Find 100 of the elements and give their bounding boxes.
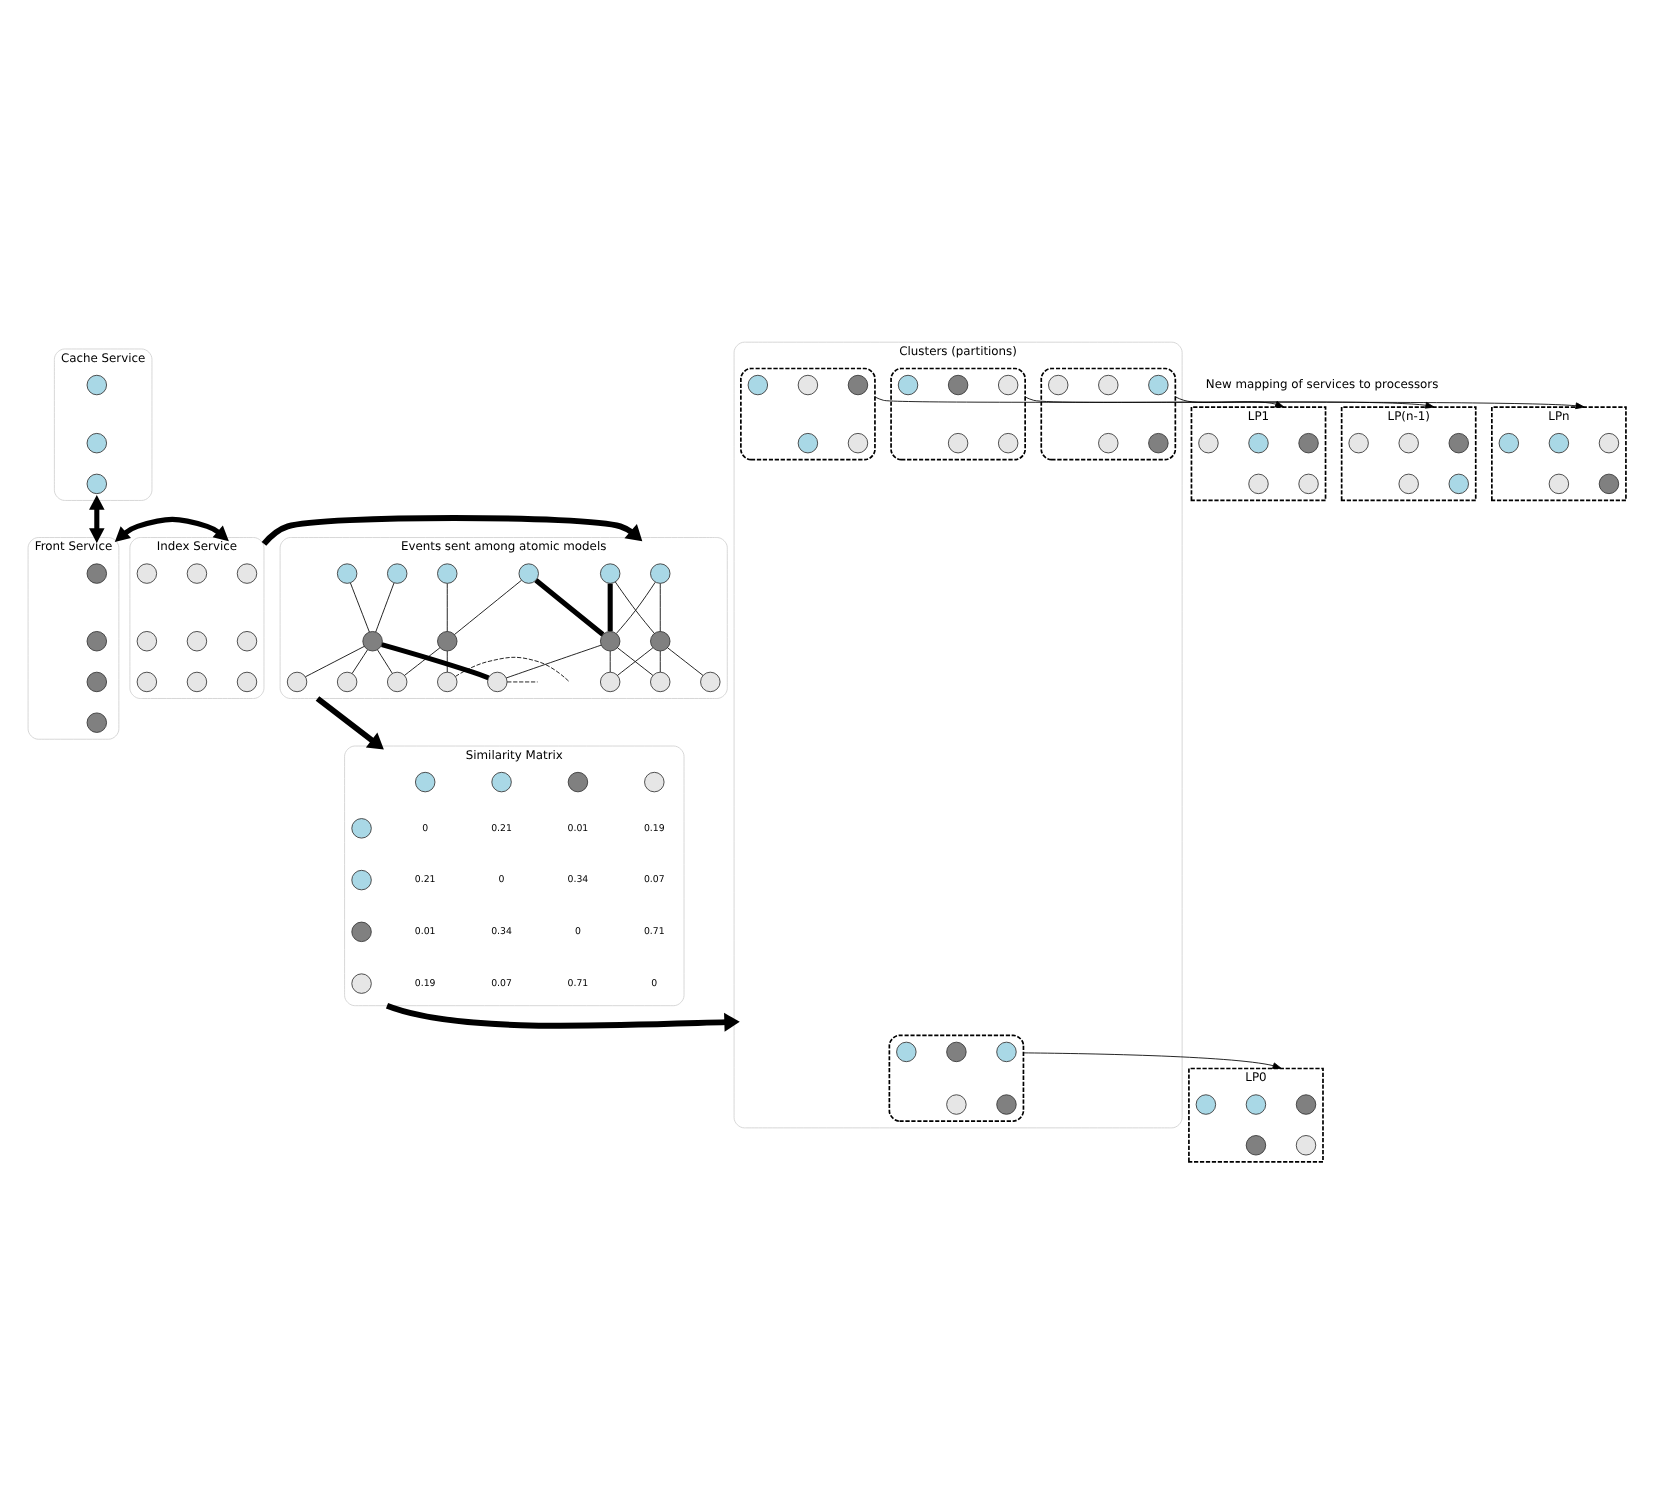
node-circle <box>1598 473 1620 495</box>
connector <box>404 647 441 676</box>
node-circle <box>650 563 671 584</box>
node-circle <box>1248 473 1269 495</box>
node-circle <box>86 374 107 396</box>
node-circle <box>1548 432 1570 454</box>
node-circle <box>1548 473 1570 495</box>
connector <box>607 583 613 632</box>
connector <box>381 642 490 681</box>
node-circle <box>1498 432 1519 454</box>
node-circle <box>600 631 621 652</box>
cluster <box>740 367 876 461</box>
node-circle <box>897 374 919 396</box>
node-circle <box>650 671 671 693</box>
node-circle <box>1298 432 1319 454</box>
arrow <box>386 1002 740 1032</box>
node-circle <box>1448 473 1469 495</box>
arrow <box>89 494 105 543</box>
connector <box>667 647 704 676</box>
node-circle <box>996 1041 1017 1063</box>
node-circle <box>996 1094 1017 1115</box>
node-circle <box>1295 1135 1317 1156</box>
node-circle <box>797 432 819 454</box>
node-circle <box>86 432 107 454</box>
node-circle <box>286 671 308 693</box>
connector <box>455 656 570 682</box>
connector <box>350 582 370 633</box>
node-circle <box>351 818 372 839</box>
node-circle <box>998 374 1019 396</box>
connector <box>454 579 522 635</box>
arrow <box>114 516 229 542</box>
node-circle <box>236 563 258 584</box>
node-circle <box>86 631 107 652</box>
node-circle <box>437 671 458 693</box>
node-circle <box>186 671 208 693</box>
connector <box>659 650 661 673</box>
node-circle <box>644 771 665 793</box>
node-circle <box>387 671 408 693</box>
node-circle <box>336 671 358 693</box>
cluster <box>890 367 1026 461</box>
node-circle <box>1048 374 1069 396</box>
node-circle <box>437 631 458 652</box>
node-circle <box>86 473 107 495</box>
node-circle <box>86 712 107 733</box>
node-circle <box>86 563 107 584</box>
connector <box>446 650 448 673</box>
node-circle <box>1198 432 1219 454</box>
node-circle <box>1148 374 1169 396</box>
node-circle <box>896 1041 917 1063</box>
arrow <box>315 696 384 750</box>
node-circle <box>136 671 158 693</box>
node-circle <box>236 631 258 652</box>
arrow <box>261 515 643 546</box>
node-circle <box>1195 1094 1217 1115</box>
node-circle <box>1098 432 1119 454</box>
node-circle <box>1448 432 1469 454</box>
arrow <box>1024 396 1435 409</box>
node-circle <box>351 869 372 891</box>
node-circle <box>700 671 721 693</box>
node-circle <box>1398 432 1419 454</box>
node-circle <box>351 973 372 994</box>
connector <box>617 647 654 676</box>
node-circle <box>1295 1094 1317 1115</box>
node-circle <box>351 921 372 943</box>
node-circle <box>186 631 208 652</box>
node-circle <box>1245 1094 1267 1115</box>
node-circle <box>1398 473 1419 495</box>
node-circle <box>336 563 358 584</box>
node-circle <box>387 563 408 584</box>
connector <box>351 649 368 674</box>
arrow <box>1023 1052 1282 1069</box>
node-circle <box>437 563 458 584</box>
node-circle <box>797 374 819 396</box>
node-circle <box>747 374 769 396</box>
node-circle <box>362 631 383 652</box>
node-circle <box>847 432 869 454</box>
node-circle <box>1598 432 1620 454</box>
node-circle <box>1348 432 1369 454</box>
node-circle <box>518 563 539 584</box>
node-circle <box>947 432 969 454</box>
node-circle <box>600 671 621 693</box>
connector <box>377 649 393 674</box>
node-circle <box>415 771 436 793</box>
node-circle <box>946 1094 967 1115</box>
node-circle <box>186 563 208 584</box>
node-circle <box>1248 432 1269 454</box>
arrow <box>1174 396 1285 408</box>
node-circle <box>487 671 508 693</box>
node-circle <box>650 631 671 652</box>
connector <box>505 644 602 679</box>
connector <box>609 650 611 673</box>
node-circle <box>86 671 107 693</box>
node-circle <box>1245 1135 1267 1156</box>
node-circle <box>1298 473 1319 495</box>
node-circle <box>236 671 258 693</box>
node-circle <box>491 771 512 793</box>
node-circle <box>847 374 869 396</box>
node-circle <box>600 563 621 584</box>
node-circle <box>1148 432 1169 454</box>
cluster <box>1040 367 1177 461</box>
